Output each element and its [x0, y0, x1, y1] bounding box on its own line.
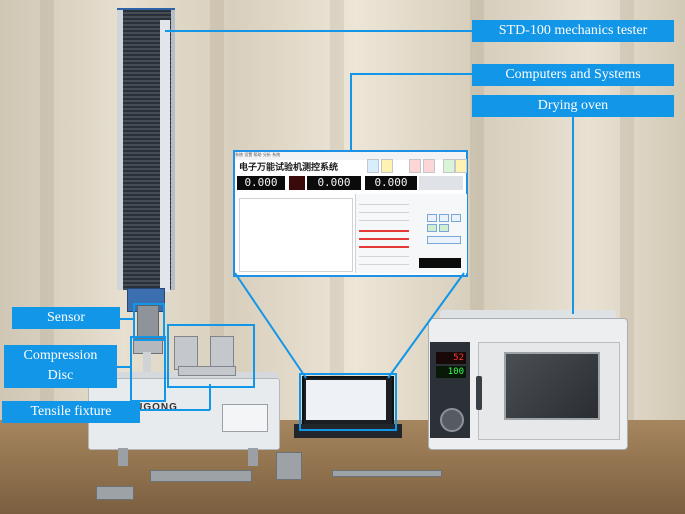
- tester-column-face: [160, 20, 170, 292]
- oven-set-display: 100: [436, 366, 466, 378]
- curve-plot-area: [239, 198, 353, 272]
- deformation-readout: 0.000: [365, 176, 417, 190]
- computers-callout-line: [350, 73, 352, 151]
- toolbar-icon: [367, 159, 379, 173]
- oven-handle: [476, 376, 482, 410]
- tester-base-panel: [222, 404, 268, 432]
- param-row: [359, 204, 409, 205]
- displacement-readout: 0.000: [307, 176, 361, 190]
- status-indicator: [289, 176, 305, 190]
- laptop-highlight-box: [299, 373, 397, 431]
- computers-callout-line: [350, 73, 472, 75]
- control-button: [427, 236, 461, 244]
- fixture-callout-line: [209, 384, 211, 410]
- compression-callout-line: [117, 366, 130, 368]
- compression-disc-label: Compression Disc: [4, 345, 117, 388]
- tester-logo: LUGONG: [128, 402, 178, 413]
- laptop-display: [306, 380, 386, 420]
- param-row-highlight: [359, 246, 409, 248]
- compression-rod: [143, 352, 151, 372]
- oven-window: [504, 352, 600, 420]
- laptop-keyboard: [294, 424, 402, 438]
- param-row-highlight: [359, 230, 409, 232]
- toolbar-icon: [381, 159, 393, 173]
- clamp-tool: [96, 486, 134, 500]
- sensor-highlight-box: [133, 303, 165, 341]
- oven-knob-icon: [440, 408, 464, 432]
- control-button: [427, 224, 437, 232]
- control-button: [439, 214, 449, 222]
- toolbar-icon: [455, 159, 467, 173]
- oven-temp-display: 52: [436, 352, 466, 364]
- tester-foot: [118, 448, 128, 466]
- computers-label: Computers and Systems: [472, 64, 674, 86]
- toolbar-icon: [423, 159, 435, 173]
- param-row: [359, 212, 409, 213]
- param-row-highlight: [359, 238, 409, 240]
- tensile-fixture: [174, 336, 198, 370]
- oven-callout-line: [572, 117, 574, 314]
- compression-label-line1: Compression: [23, 348, 98, 363]
- oven-label: Drying oven: [472, 95, 674, 117]
- tensile-fixture-label: Tensile fixture: [2, 401, 140, 423]
- param-row: [359, 256, 409, 257]
- control-button: [451, 214, 461, 222]
- param-row: [359, 264, 409, 265]
- fixture-highlight-box: [167, 324, 255, 388]
- sensor-callout-line: [120, 318, 133, 320]
- software-title: 电子万能试验机测控系统: [239, 163, 339, 173]
- grip-block: [276, 452, 302, 480]
- control-button: [439, 224, 449, 232]
- tester-base-top: [88, 372, 278, 382]
- tensile-fixture: [210, 336, 234, 370]
- tester-label: STD-100 mechanics tester: [472, 20, 674, 42]
- compression-highlight-box: [130, 336, 166, 402]
- param-row: [359, 220, 409, 221]
- mini-readout: [419, 258, 461, 268]
- software-window: 系统 设置 帮助 分析 系统 电子万能试验机测控系统 0.000 0.000 0…: [233, 150, 468, 277]
- control-button: [427, 214, 437, 222]
- sensor-label: Sensor: [12, 307, 120, 329]
- blank-readout: [419, 176, 463, 190]
- tester-foot: [248, 448, 258, 466]
- compression-label-line2: Disc: [47, 368, 74, 383]
- caliper: [332, 470, 442, 477]
- curtain-fold: [40, 0, 54, 470]
- software-menu-bar: 系统 设置 帮助 分析 系统: [235, 152, 466, 160]
- metal-bar: [150, 470, 252, 482]
- tester-callout-line: [165, 30, 472, 32]
- fixture-callout-line: [140, 409, 210, 411]
- toolbar-icon: [409, 159, 421, 173]
- toolbar-icon: [443, 159, 455, 173]
- force-readout: 0.000: [237, 176, 285, 190]
